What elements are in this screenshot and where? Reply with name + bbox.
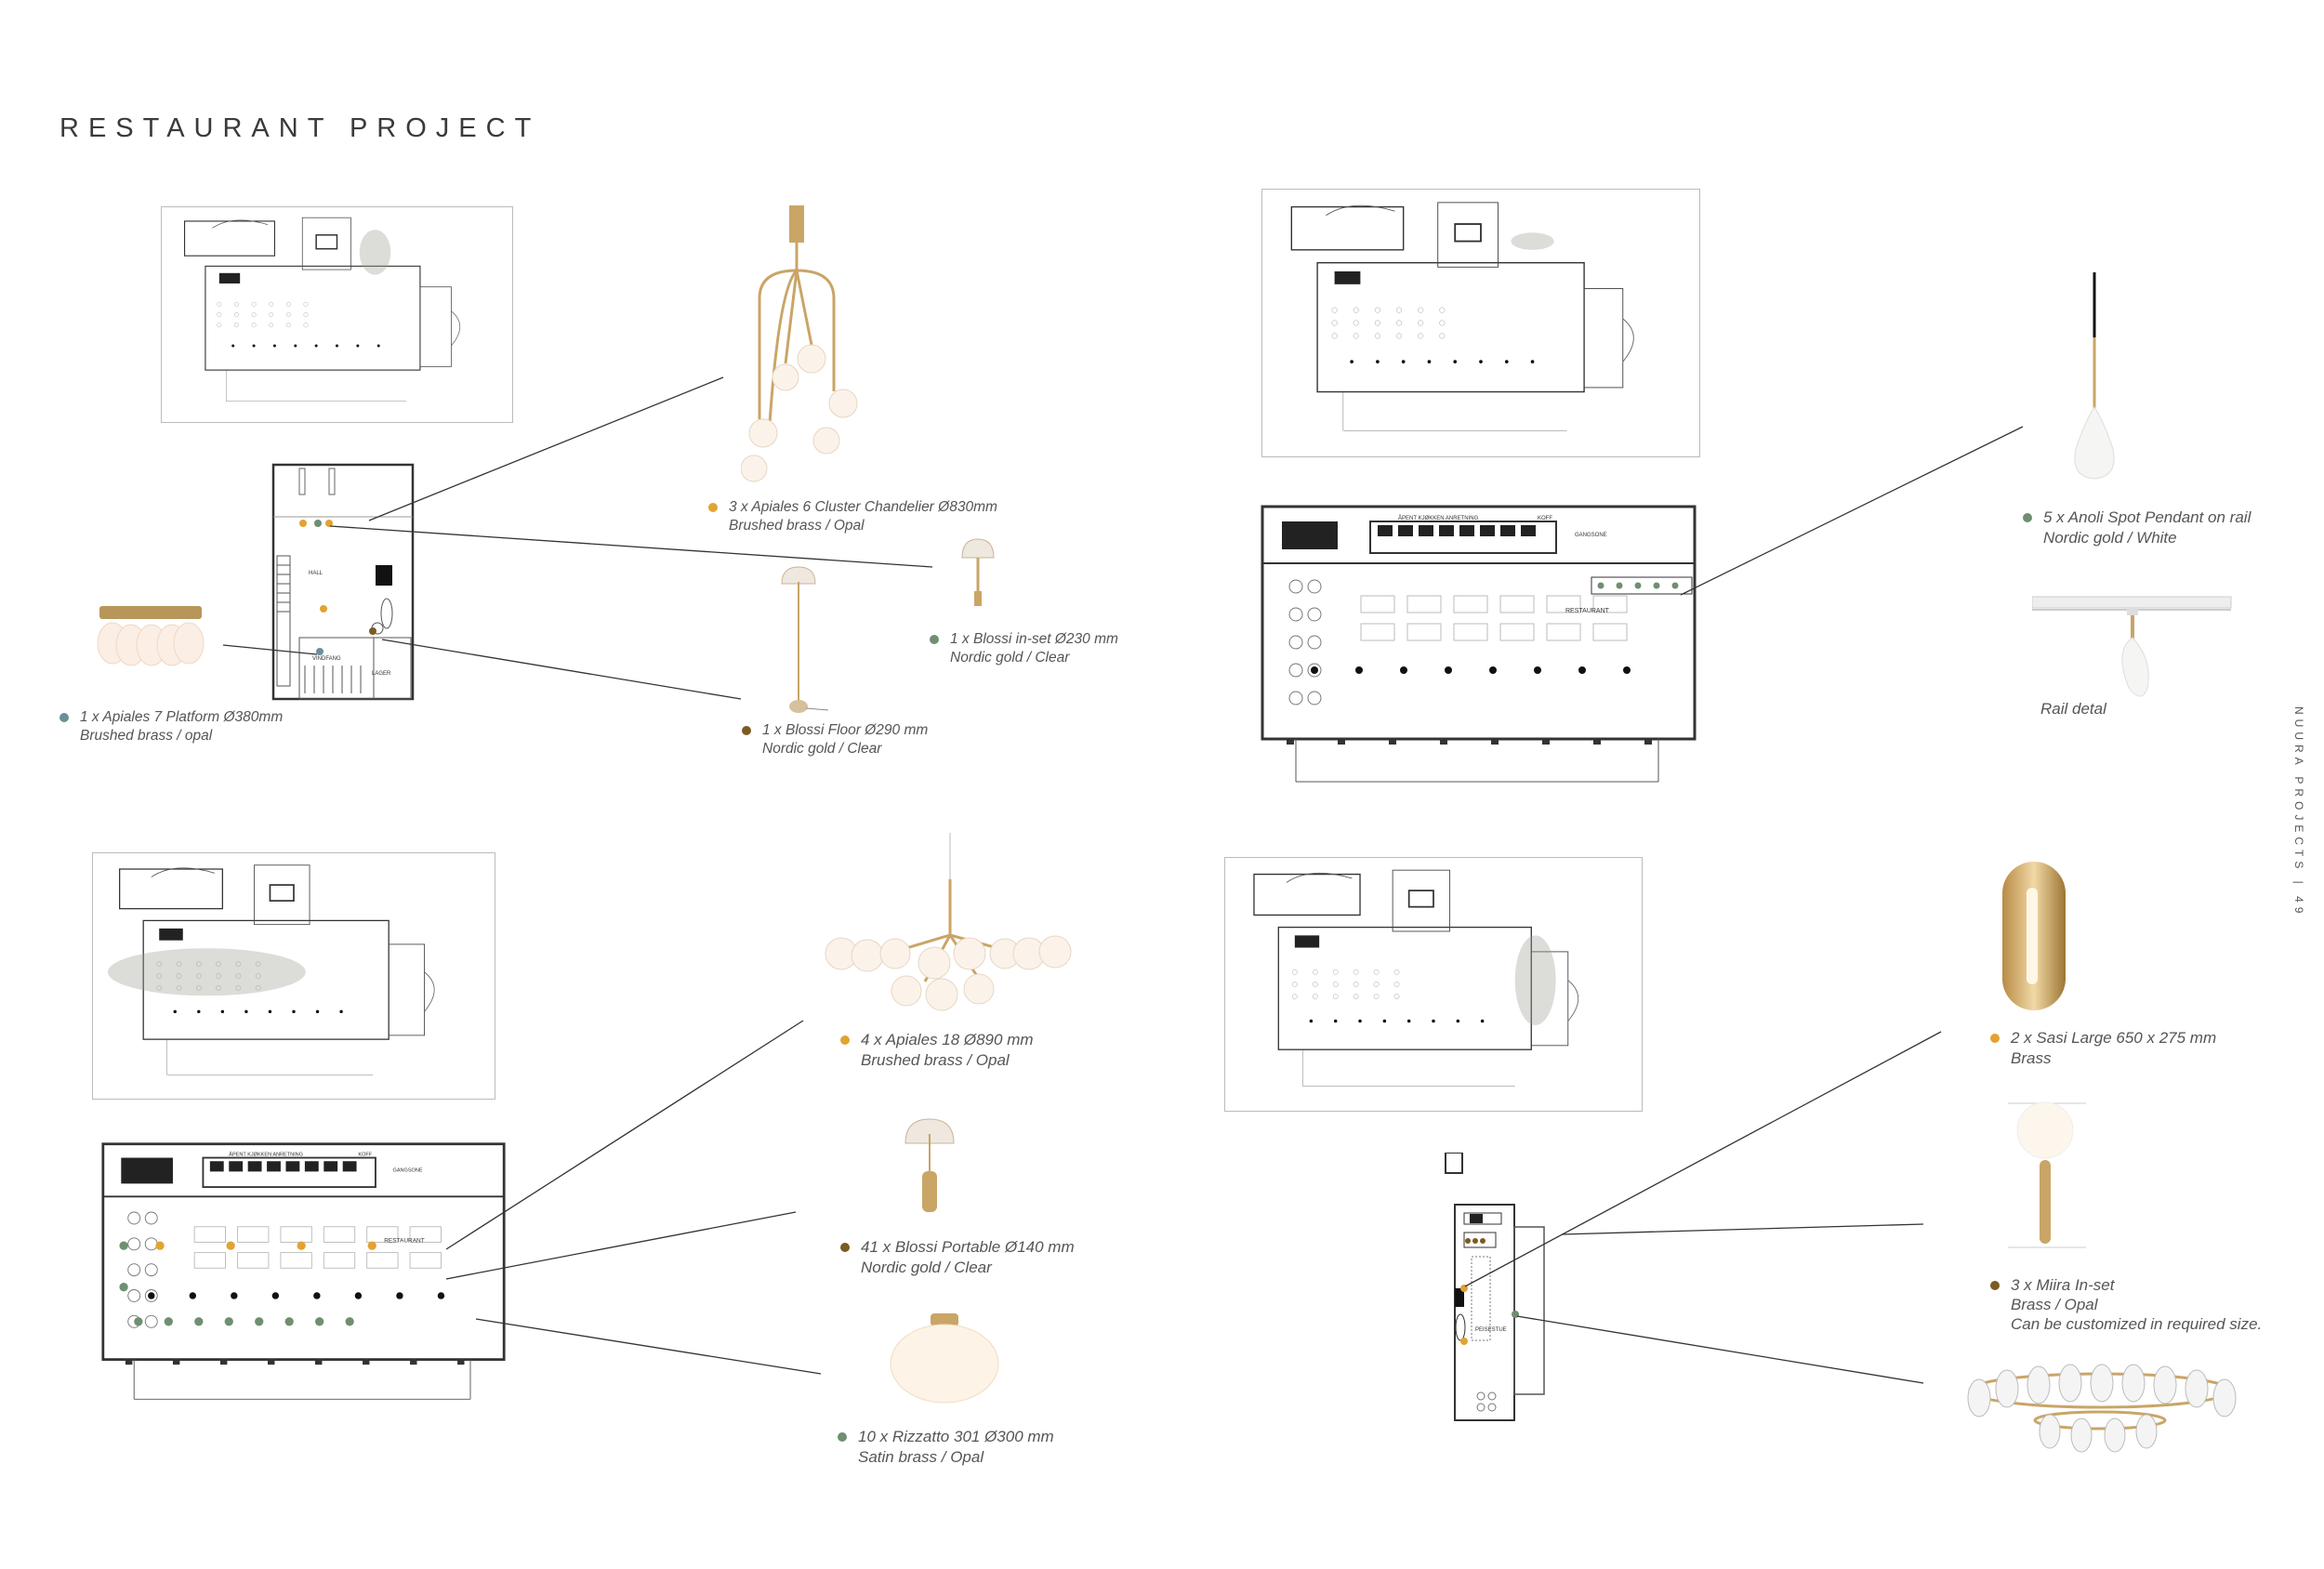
rail-detail-label: Rail detal bbox=[2040, 700, 2106, 718]
site-plan-overview-2 bbox=[1261, 189, 1700, 457]
page-footer-side-label: NUURA PROJECTS | 49 bbox=[2292, 706, 2305, 918]
bullet-dot-icon bbox=[2023, 513, 2032, 522]
bullet-dot-icon bbox=[59, 713, 69, 722]
fixture-marker-chandelier bbox=[325, 520, 333, 527]
svg-text:ÅPENT KJØKKEN ANRETNING: ÅPENT KJØKKEN ANRETNING bbox=[1398, 515, 1479, 521]
fixture-marker-apiales-7 bbox=[316, 648, 324, 655]
bullet-dot-icon bbox=[1990, 1280, 2000, 1290]
fixture-marker-blossi-floor bbox=[369, 627, 376, 635]
svg-text:KOFF: KOFF bbox=[1538, 516, 1552, 521]
svg-text:HALL: HALL bbox=[309, 571, 324, 576]
floor-plan-hall: HALL VINDFANG LAGER bbox=[268, 461, 421, 706]
anoli-spot-pendant-image bbox=[2074, 272, 2115, 480]
blossi-floor-image bbox=[781, 566, 829, 713]
bullet-dot-icon bbox=[840, 1243, 850, 1252]
bullet-dot-icon bbox=[840, 1035, 850, 1045]
fixture-marker-blossi-inset bbox=[314, 520, 322, 527]
chandelier-ring-image bbox=[1967, 1364, 2237, 1453]
leader-line bbox=[1680, 426, 2024, 596]
bullet-dot-icon bbox=[708, 503, 718, 512]
svg-text:RESTAURANT: RESTAURANT bbox=[1565, 608, 1610, 614]
svg-text:GANGSONE: GANGSONE bbox=[393, 1167, 423, 1173]
svg-text:LAGER: LAGER bbox=[372, 671, 391, 677]
svg-text:RESTAURANT: RESTAURANT bbox=[384, 1237, 425, 1244]
svg-text:GANGSONE: GANGSONE bbox=[1575, 533, 1607, 538]
bullet-dot-icon bbox=[1990, 1034, 2000, 1043]
floor-plan-restaurant-rail: RESTAURANT GANGSONE ÅPENT KJØKKEN ANRETNIN… bbox=[1259, 503, 1698, 785]
fixture-marker-chandelier bbox=[320, 605, 327, 613]
leader-line bbox=[381, 639, 742, 700]
bullet-dot-icon bbox=[742, 726, 751, 735]
svg-text:VINDFANG: VINDFANG bbox=[312, 656, 341, 662]
apiales-6-cluster-chandelier-image bbox=[741, 205, 858, 482]
leader-line bbox=[475, 1318, 822, 1375]
rail-detail-image bbox=[2032, 596, 2232, 697]
blossi-portable-image bbox=[905, 1118, 955, 1212]
rizzatto-301-image bbox=[890, 1313, 999, 1404]
svg-text:PEISESTUE: PEISESTUE bbox=[1475, 1327, 1507, 1333]
floor-plan-peisestue: PEISESTUE bbox=[1438, 1153, 1617, 1425]
svg-text:KOFF: KOFF bbox=[358, 1153, 372, 1158]
site-plan-overview-3 bbox=[92, 852, 495, 1100]
apiales-7-platform-image bbox=[97, 606, 205, 666]
fixture-marker-chandelier bbox=[299, 520, 307, 527]
bullet-dot-icon bbox=[930, 635, 939, 644]
bullet-dot-icon bbox=[838, 1432, 847, 1442]
blossi-inset-image bbox=[961, 538, 995, 606]
site-plan-overview-4 bbox=[1224, 857, 1643, 1112]
miira-inset-image bbox=[2008, 1101, 2086, 1248]
floor-plan-restaurant: RESTAURANT GANGSONE ÅPENT KJØKKEN ANRETNIN… bbox=[89, 1140, 518, 1403]
svg-text:ÅPENT KJØKKEN ANRETNING: ÅPENT KJØKKEN ANRETNING bbox=[229, 1152, 303, 1158]
site-plan-overview-1 bbox=[161, 206, 513, 423]
page-title: RESTAURANT PROJECT bbox=[59, 113, 541, 143]
apiales-18-image bbox=[825, 833, 1072, 1011]
sasi-large-image bbox=[2002, 862, 2066, 1010]
